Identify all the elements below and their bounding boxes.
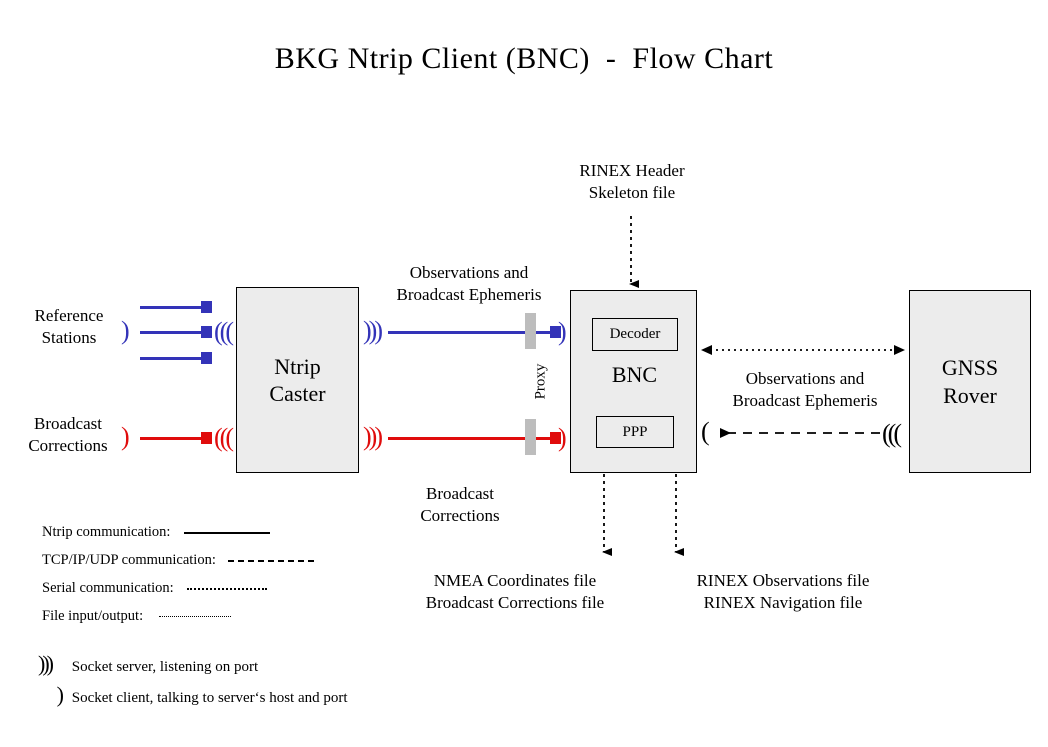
- node-bnc[interactable]: Decoder BNC PPP: [570, 290, 697, 473]
- reference-stations-label: Reference Stations: [34, 306, 104, 347]
- socket-server-icon-legend: ))): [38, 651, 54, 676]
- arrow-line-reference-3: [140, 357, 202, 360]
- arrow-head-reference-3: [201, 352, 212, 364]
- rinex-outputs-label: RINEX Observations file RINEX Navigation…: [696, 571, 870, 612]
- rinex-header-skeleton-label: RINEX Header Skeleton file: [579, 161, 685, 202]
- socket-server-icon-caster-out-blue: ))): [363, 316, 383, 345]
- legend-swatch-dashed: [227, 559, 314, 562]
- socket-client-icon-bnc-rover: (: [701, 417, 710, 446]
- legend-key-row: ))) Socket server, listening on port: [38, 653, 348, 676]
- gnss-rover-label: GNSS Rover: [941, 355, 999, 408]
- legend-label-ntrip: Ntrip communication:: [42, 524, 171, 540]
- observations-ephemeris-top-label: Observations and Broadcast Ephemeris: [396, 263, 542, 304]
- arrow-line-reference-1: [140, 306, 202, 309]
- arrow-head-reference-2: [201, 326, 212, 338]
- socket-server-icon-caster-out-red: ))): [363, 422, 383, 451]
- ntrip-caster-label: Ntrip Caster: [269, 353, 326, 407]
- arrow-head-caster-to-bnc-blue: [550, 326, 561, 338]
- arrow-line-caster-to-bnc-blue: [388, 331, 551, 334]
- bnc-label: BNC: [611, 362, 658, 387]
- proxy-bar-top: [525, 313, 536, 349]
- legend-row: File input/output:: [42, 608, 314, 625]
- socket-server-icon-caster-in-blue: (((: [214, 317, 234, 346]
- legend-key-label-client: Socket client, talking to server‘s host …: [71, 690, 348, 706]
- legend-key-row: ) Socket client, talking to server‘s hos…: [38, 684, 348, 707]
- arrow-head-reference-1: [201, 301, 212, 313]
- legend-row: Ntrip communication:: [42, 524, 314, 541]
- node-ntrip-caster[interactable]: Ntrip Caster: [236, 287, 359, 473]
- bnc-ppp-label: PPP: [622, 423, 648, 440]
- page-title: BKG Ntrip Client (BNC) - Flow Chart: [274, 42, 774, 75]
- legend-label-file-io: File input/output:: [42, 608, 144, 624]
- arrow-line-reference-2: [140, 331, 202, 334]
- observations-ephemeris-right-label: Observations and Broadcast Ephemeris: [732, 369, 878, 410]
- arrow-head-broadcast-corrections: [201, 432, 212, 444]
- socket-server-icon-gnss-rover: (((: [882, 419, 902, 448]
- arrow-line-caster-to-bnc-red: [388, 437, 551, 440]
- broadcast-corrections-flow-label: Broadcast Corrections: [420, 484, 500, 525]
- socket-client-icon-legend: ): [56, 682, 64, 707]
- legend-swatch-solid: [184, 531, 271, 534]
- arrow-line-broadcast-corrections: [140, 437, 202, 440]
- legend-key-label-server: Socket server, listening on port: [71, 659, 259, 675]
- legend-socket-keys: ))) Socket server, listening on port ) S…: [38, 653, 348, 707]
- legend-label-tcp: TCP/IP/UDP communication:: [42, 552, 216, 568]
- socket-client-icon-bnc-in-blue: ): [558, 317, 567, 346]
- legend-swatch-dashdot: [187, 587, 268, 590]
- legend-row: Serial communication:: [42, 580, 314, 597]
- legend-swatch-dotted: [158, 616, 231, 618]
- socket-client-icon-bnc-in-red: ): [558, 423, 567, 452]
- socket-server-icon-caster-in-red: (((: [214, 423, 234, 452]
- proxy-label: Proxy: [532, 363, 549, 400]
- legend-row: TCP/IP/UDP communication:: [42, 552, 314, 569]
- socket-client-icon-reference-stations: ): [121, 316, 130, 345]
- arrow-head-caster-to-bnc-red: [550, 432, 561, 444]
- bnc-decoder-label: Decoder: [609, 326, 661, 343]
- broadcast-corrections-source-label: Broadcast Corrections: [28, 414, 108, 455]
- proxy-bar-bottom: [525, 419, 536, 455]
- node-gnss-rover[interactable]: GNSS Rover: [909, 290, 1031, 473]
- node-bnc-decoder[interactable]: Decoder: [592, 318, 678, 351]
- nmea-outputs-label: NMEA Coordinates file Broadcast Correcti…: [425, 571, 605, 612]
- legend-line-styles: Ntrip communication: TCP/IP/UDP communic…: [42, 524, 314, 625]
- socket-client-icon-broadcast-corrections: ): [121, 422, 130, 451]
- legend-label-serial: Serial communication:: [42, 580, 174, 596]
- node-bnc-ppp[interactable]: PPP: [596, 416, 674, 448]
